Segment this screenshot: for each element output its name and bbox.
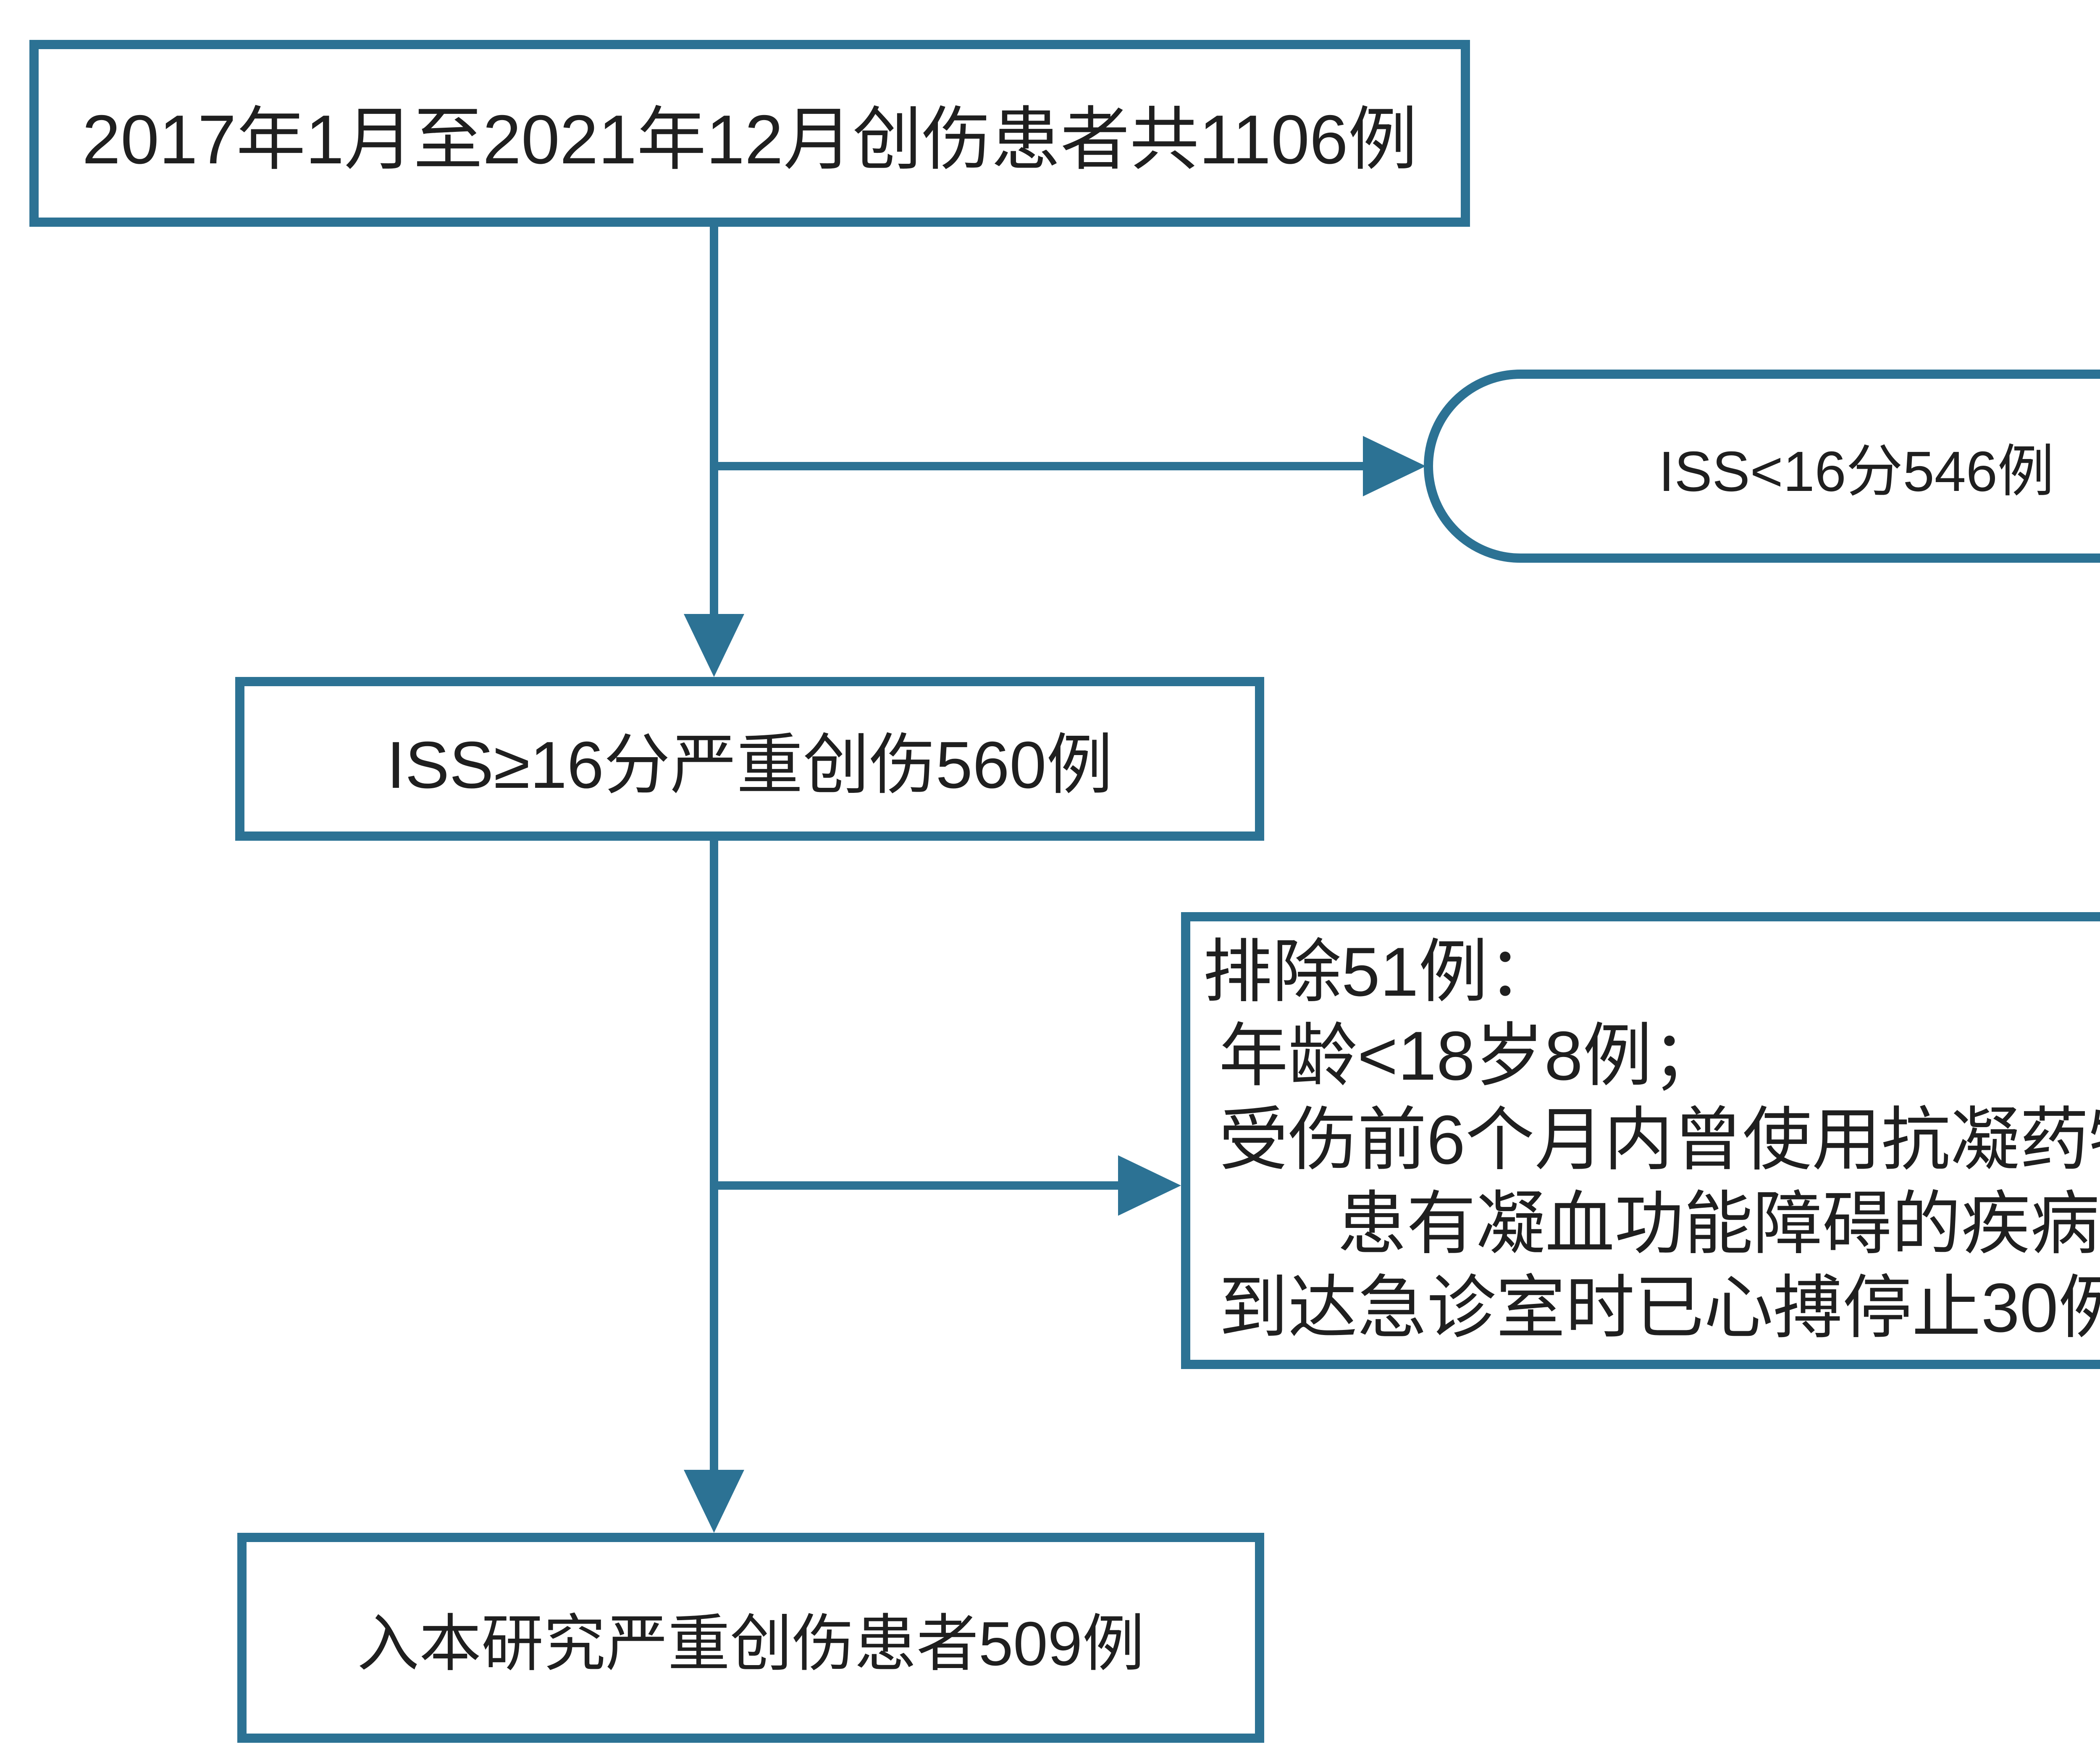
box-iss-ge16-severe: ISS≥16分严重创伤560例 <box>235 677 1264 841</box>
excluded-title: 排除51例： <box>1203 933 1557 1010</box>
pill-iss-lt16: ISS<16分546例 <box>1424 370 2100 563</box>
connector-branch-excluded <box>714 1181 1121 1190</box>
arrowhead-down-to-severe-icon <box>684 614 744 677</box>
connector-total-to-severe <box>710 226 718 616</box>
box-iss-ge16-severe-label: ISS≥16分严重创伤560例 <box>386 728 1113 802</box>
excluded-item-cardiac-arrest: 到达急诊室时已心搏停止30例 <box>1219 1269 2100 1346</box>
excluded-item-age: 年龄<18岁8例； <box>1219 1017 1722 1094</box>
box-excluded-cases: 排除51例： 年龄<18岁8例； 受伤前6个月内曾使用抗凝药物或既往 患有凝血功… <box>1181 912 2100 1369</box>
arrowhead-right-to-iss-lt16-icon <box>1363 436 1426 496</box>
arrowhead-down-to-included-icon <box>684 1470 744 1533</box>
box-total-trauma-patients: 2017年1月至2021年12月创伤患者共1106例 <box>29 40 1470 227</box>
excluded-item-anticoagulant-line1: 受伤前6个月内曾使用抗凝药物或既往 <box>1219 1101 2100 1178</box>
box-total-trauma-patients-label: 2017年1月至2021年12月创伤患者共1106例 <box>82 101 1418 178</box>
pill-iss-lt16-label: ISS<16分546例 <box>1659 440 2054 503</box>
connector-branch-iss-lt16 <box>714 462 1365 470</box>
arrowhead-right-to-excluded-icon <box>1118 1155 1181 1216</box>
box-included-patients-label: 入本研究严重创伤患者509例 <box>357 1609 1144 1679</box>
excluded-item-anticoagulant-line2: 患有凝血功能障碍的疾病13例； <box>1337 1185 2100 1262</box>
connector-severe-to-included <box>710 840 718 1472</box>
box-included-patients: 入本研究严重创伤患者509例 <box>237 1533 1264 1743</box>
